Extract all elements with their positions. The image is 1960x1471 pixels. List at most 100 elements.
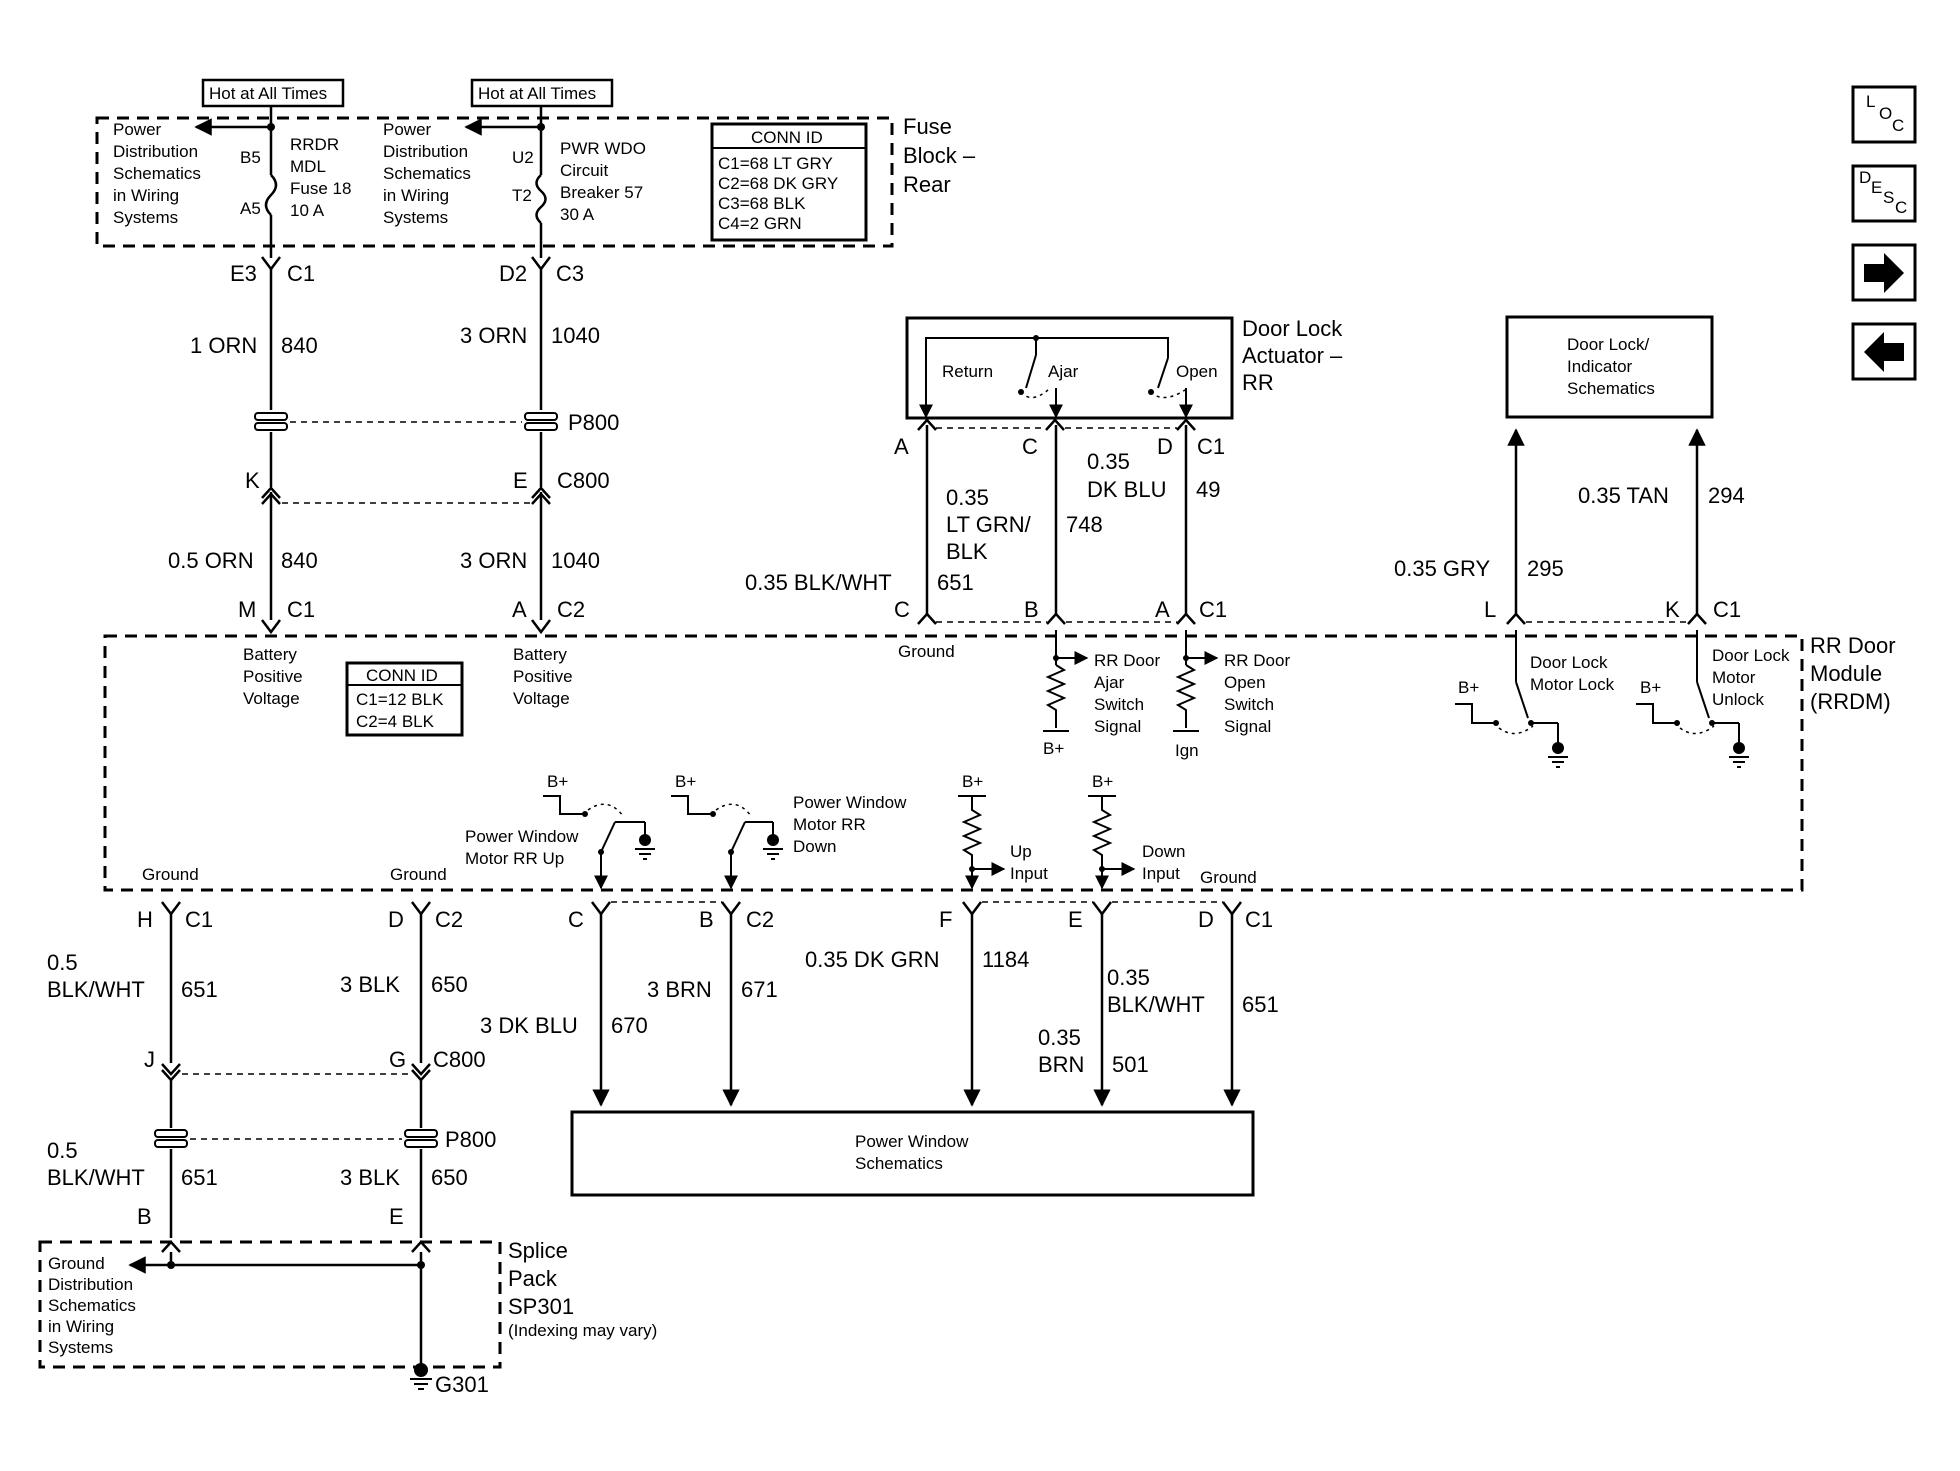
conn-c800-top: C800	[557, 468, 610, 493]
conn-p800-lower: P800	[445, 1127, 496, 1152]
actuator-name-1: Actuator –	[1242, 343, 1343, 368]
w650a: 3 BLK	[340, 972, 400, 997]
mod-pin-k: K	[1665, 597, 1680, 622]
indicator-name-1: Indicator	[1567, 357, 1633, 376]
pd-text-1-4: Systems	[113, 208, 178, 227]
pin-k: K	[245, 468, 260, 493]
left-arrow-icon	[1864, 332, 1904, 372]
w748-2: BLK	[946, 539, 988, 564]
module-conn-1: C2=4 BLK	[356, 712, 435, 731]
pin-e-bottom: E	[389, 1204, 404, 1229]
desc-s: S	[1883, 188, 1894, 207]
pd-text-2-3: in Wiring	[383, 186, 449, 205]
wire-1orn: 1 ORN	[190, 333, 257, 358]
pin-d-lower: D	[1198, 907, 1214, 932]
w671-num: 671	[741, 977, 778, 1002]
bpv1-0: Battery	[243, 645, 297, 664]
fuse-block-name-2: Rear	[903, 172, 951, 197]
gds-4: Systems	[48, 1338, 113, 1357]
w651a-num: 651	[181, 977, 218, 1002]
unlock-0: Door Lock	[1712, 646, 1790, 665]
desc-button[interactable]: D E S C	[1851, 164, 1917, 223]
w651c-0: 0.35	[1107, 965, 1150, 990]
w295: 0.35 GRY	[1394, 556, 1491, 581]
fuse-name-3: 10 A	[290, 201, 325, 220]
w650b: 3 BLK	[340, 1165, 400, 1190]
conn-p800-top: P800	[568, 410, 619, 435]
w748-0: 0.35	[946, 485, 989, 510]
loc-o: O	[1879, 104, 1892, 123]
wire-3orn-b: 3 ORN	[460, 548, 527, 573]
pd-text-1-3: in Wiring	[113, 186, 179, 205]
desc-c: C	[1895, 198, 1907, 217]
open-label: Open	[1176, 362, 1218, 381]
upper-left-harness: E3 C1 D2 C3 1 ORN 840 3 ORN 1040 P800 K …	[168, 256, 619, 635]
w295-num: 295	[1527, 556, 1564, 581]
pin-h: H	[137, 907, 153, 932]
wire-840-b: 840	[281, 548, 318, 573]
fuse-conn-2: C3=68 BLK	[718, 194, 806, 213]
wire-3orn-a: 3 ORN	[460, 323, 527, 348]
indexing-note: (Indexing may vary)	[508, 1321, 657, 1340]
conn-c1-h: C1	[185, 907, 213, 932]
mod-conn-c1-a: C1	[1199, 597, 1227, 622]
unlock-2: Unlock	[1712, 690, 1764, 709]
w651b-0: 0.5	[47, 1138, 78, 1163]
next-arrow-button[interactable]	[1851, 243, 1917, 302]
w651b-num: 651	[181, 1165, 218, 1190]
w501-1: BRN	[1038, 1052, 1084, 1077]
splice-0: Splice	[508, 1238, 568, 1263]
pw-down-0: Power Window	[793, 793, 907, 812]
wire-1040-b: 1040	[551, 548, 600, 573]
w670: 3 DK BLU	[480, 1013, 578, 1038]
pw-down-2: Down	[793, 837, 836, 856]
w650a-num: 650	[431, 972, 468, 997]
pd-text-2-0: Power	[383, 120, 432, 139]
up-input-0: Up	[1010, 842, 1032, 861]
act-conn-c1: C1	[1197, 434, 1225, 459]
mod-pin-l: L	[1484, 597, 1496, 622]
w651-act-num: 651	[937, 570, 974, 595]
lock-0: Door Lock	[1530, 653, 1608, 672]
pd-text-2-4: Systems	[383, 208, 448, 227]
pwup-bplus: B+	[547, 772, 568, 791]
door-lock-indicator: Door Lock/ Indicator Schematics 0.35 GRY…	[1394, 315, 1745, 625]
act-pin-c: C	[1022, 434, 1038, 459]
loc-button[interactable]: L O C	[1851, 85, 1917, 144]
w1184-num: 1184	[982, 947, 1029, 972]
w49-0: 0.35	[1087, 449, 1130, 474]
indicator-name-0: Door Lock/	[1567, 335, 1649, 354]
cb-pin-t2: T2	[512, 186, 532, 205]
cb-name-2: Breaker 57	[560, 183, 643, 202]
ajar-bplus: B+	[1043, 739, 1064, 758]
gds-1: Distribution	[48, 1275, 133, 1294]
cb-pin-u2: U2	[512, 148, 534, 167]
rr-door-module: RR Door Module (RRDM) Battery Positive V…	[103, 630, 1896, 892]
open-sig-0: RR Door	[1224, 651, 1290, 670]
fuse-pin-b5: B5	[240, 148, 261, 167]
pin-e-lower: E	[1068, 907, 1083, 932]
module-conn-0: C1=12 BLK	[356, 690, 444, 709]
loc-l: L	[1866, 92, 1875, 111]
open-sig-1: Open	[1224, 673, 1266, 692]
pd-text-1-2: Schematics	[113, 164, 201, 183]
mod-pin-c: C	[894, 597, 910, 622]
module-name-1: Module	[1810, 661, 1882, 686]
pin-m: M	[238, 597, 256, 622]
w671: 3 BRN	[647, 977, 712, 1002]
loc-c: C	[1892, 116, 1904, 135]
gds-0: Ground	[48, 1254, 105, 1273]
w650b-num: 650	[431, 1165, 468, 1190]
fuse-conn-id-title: CONN ID	[751, 128, 823, 147]
unlock-1: Motor	[1712, 668, 1756, 687]
w49-num: 49	[1196, 477, 1220, 502]
pd-text-2-1: Distribution	[383, 142, 468, 161]
conn-c2-top: C2	[557, 597, 585, 622]
cb-name-0: PWR WDO	[560, 139, 646, 158]
bpv2-2: Voltage	[513, 689, 570, 708]
open-sig-3: Signal	[1224, 717, 1271, 736]
prev-arrow-button[interactable]	[1851, 322, 1917, 381]
cb-name-3: 30 A	[560, 205, 595, 224]
ajar-sig-0: RR Door	[1094, 651, 1160, 670]
fuse-block-name-1: Block –	[903, 143, 976, 168]
